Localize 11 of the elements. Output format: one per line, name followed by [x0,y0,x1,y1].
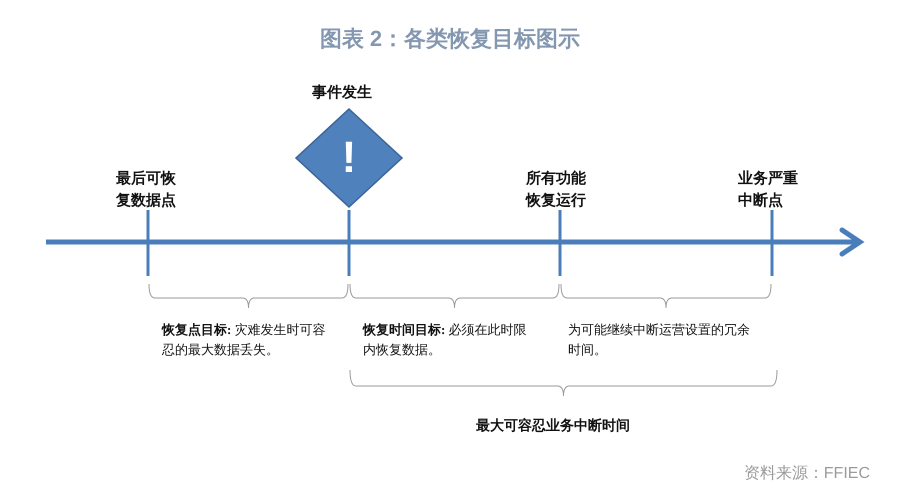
event-label: 事件发生 [312,83,373,103]
description-text: 恢复时间目标: 必须在此时限内恢复数据。 [363,321,528,359]
event-label: 所有功能恢复运行 [526,169,587,211]
event-label: 业务严重中断点 [738,169,799,211]
description-text: 为可能继续中断运营设置的冗余时间。 [568,321,751,359]
source-note: 资料来源：FFIEC [744,464,870,484]
span-label: 最大可容忍业务中断时间 [476,416,631,436]
description-text: 恢复点目标: 灾难发生时可容忍的最大数据丢失。 [162,321,327,359]
title: 图表 2：各类恢复目标图示 [318,25,582,53]
event-label: 最后可恢复数据点 [116,169,177,211]
warning-diamond: ! [295,108,403,208]
